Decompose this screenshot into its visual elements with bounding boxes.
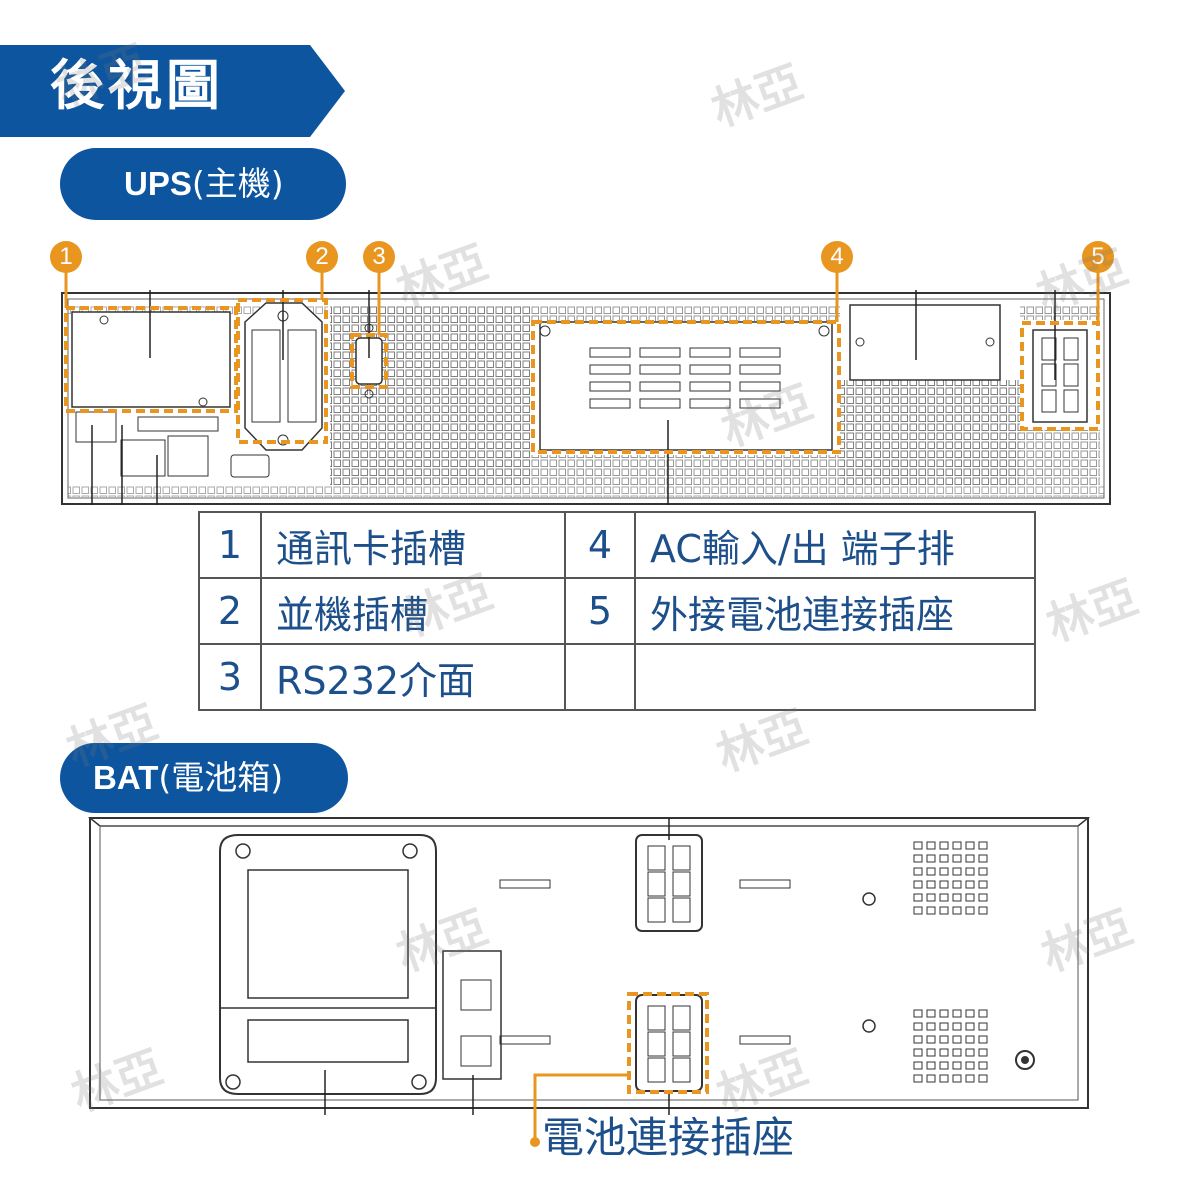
legend-num: 4 bbox=[564, 511, 636, 579]
legend-label: 外接電池連接插座 bbox=[634, 577, 1036, 645]
legend-row: 2 並機插槽 5 外接電池連接插座 bbox=[198, 577, 1036, 645]
page-title: 後視圖 bbox=[50, 53, 224, 117]
legend-label: RS232介面 bbox=[260, 643, 566, 711]
marker-5: 5 bbox=[1082, 241, 1114, 273]
marker-4: 4 bbox=[821, 241, 853, 273]
marker-3: 3 bbox=[363, 241, 395, 273]
legend-num bbox=[564, 643, 636, 711]
legend-table: 1 通訊卡插槽 4 AC輸入/出 端子排 2 並機插槽 5 外接電池連接插座 3… bbox=[198, 511, 1036, 711]
battery-connector-callout: 電池連接插座 bbox=[542, 1113, 795, 1162]
marker-1: 1 bbox=[50, 241, 82, 273]
legend-row: 1 通訊卡插槽 4 AC輸入/出 端子排 bbox=[198, 511, 1036, 579]
bat-section-label: BAT(電池箱) bbox=[60, 743, 348, 813]
legend-label: 並機插槽 bbox=[260, 577, 566, 645]
ups-label-rest: (主機) bbox=[191, 164, 284, 203]
ups-section-label: UPS(主機) bbox=[60, 148, 346, 220]
legend-row: 3 RS232介面 bbox=[198, 643, 1036, 711]
legend-num: 5 bbox=[564, 577, 636, 645]
legend-label: 通訊卡插槽 bbox=[260, 511, 566, 579]
bat-label-bold: BAT bbox=[93, 759, 159, 796]
legend-label bbox=[634, 643, 1036, 711]
marker-2: 2 bbox=[306, 241, 338, 273]
ups-label-bold: UPS bbox=[124, 165, 192, 202]
legend-label: AC輸入/出 端子排 bbox=[634, 511, 1036, 579]
legend-num: 3 bbox=[198, 643, 262, 711]
legend-num: 1 bbox=[198, 511, 262, 579]
legend-num: 2 bbox=[198, 577, 262, 645]
bat-label-rest: (電池箱) bbox=[158, 758, 284, 797]
